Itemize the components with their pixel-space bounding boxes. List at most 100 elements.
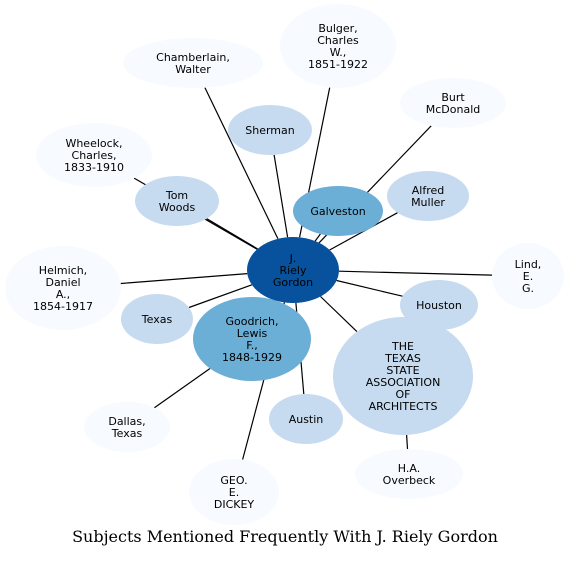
node-bubble [269, 394, 343, 444]
node-label-line: Lewis [237, 327, 268, 340]
node-dallas[interactable]: Dallas,Texas [84, 402, 170, 452]
node-label: Austin [289, 413, 324, 426]
node-label-line: A., [56, 288, 70, 301]
node-bubble [400, 280, 478, 330]
node-label: Lind,E.G. [515, 258, 542, 295]
node-label-line: McDonald [426, 103, 481, 116]
node-bubble [84, 402, 170, 452]
edge-gordon-houston [336, 279, 403, 297]
node-bubble [333, 317, 473, 435]
node-houston[interactable]: Houston [400, 280, 478, 330]
node-label-line: Riely [279, 264, 307, 277]
edge-texas-state-assoc-overbeck [406, 434, 409, 450]
node-lind[interactable]: Lind,E.G. [492, 243, 564, 309]
node-bubble [280, 4, 396, 88]
node-label-line: THE [391, 340, 414, 353]
node-label-line: 1848-1929 [222, 351, 282, 364]
edge-gordon-galveston [314, 233, 321, 242]
node-label-line: H.A. [398, 462, 420, 475]
node-bubble [247, 237, 339, 303]
node-label-line: Tom [165, 189, 188, 202]
node-bubble [228, 105, 312, 155]
edge-gordon-sherman [273, 154, 289, 238]
node-label: Wheelock,Charles,1833-1910 [64, 137, 124, 174]
node-label-line: Charles [317, 34, 359, 47]
node-bubble [135, 176, 219, 226]
node-label-line: ARCHITECTS [369, 400, 438, 413]
node-label-line: Alfred [412, 184, 444, 197]
node-bubble [193, 297, 311, 381]
node-label-line: Houston [416, 299, 462, 312]
node-label: Dallas,Texas [108, 415, 145, 440]
node-label-line: Texas [141, 313, 173, 326]
node-bubble [36, 123, 152, 187]
node-bubble [121, 294, 193, 344]
node-label-line: Dallas, [108, 415, 145, 428]
node-label-line: Goodrich, [225, 315, 278, 328]
node-bubble [400, 78, 506, 128]
node-bubble [355, 449, 463, 499]
node-label-line: Charles, [72, 149, 117, 162]
node-label-line: Wheelock, [65, 137, 122, 150]
node-bubble [387, 171, 469, 221]
node-galveston[interactable]: Galveston [293, 186, 383, 236]
node-texas[interactable]: Texas [121, 294, 193, 344]
node-bubble [492, 243, 564, 309]
node-label-line: Sherman [245, 124, 295, 137]
edge-gordon-chamberlain [204, 87, 279, 240]
node-overbeck[interactable]: H.A.Overbeck [355, 449, 463, 499]
node-label: H.A.Overbeck [383, 462, 436, 487]
node-label-line: Gordon [273, 276, 313, 289]
node-label-line: 1851-1922 [308, 58, 368, 71]
edge-gordon-texas-state-assoc [320, 296, 358, 333]
node-bubble [189, 459, 279, 525]
node-label-line: Bulger, [318, 22, 357, 35]
node-dickey[interactable]: GEO.E.DICKEY [189, 459, 279, 525]
node-label-line: Lind, [515, 258, 542, 271]
node-sherman[interactable]: Sherman [228, 105, 312, 155]
node-label-line: Galveston [310, 205, 365, 218]
node-label: GEO.E.DICKEY [214, 474, 255, 511]
node-label-line: 1833-1910 [64, 161, 124, 174]
node-label-line: E. [229, 486, 239, 499]
node-label-line: 1854-1917 [33, 300, 93, 313]
edge-gordon-tom-woods [206, 218, 258, 250]
node-label-line: TEXAS [384, 352, 421, 365]
node-label-line: Helmich, [39, 264, 87, 277]
node-label-line: Burt [441, 91, 465, 104]
node-chamberlain[interactable]: Chamberlain,Walter [123, 38, 263, 88]
node-bubble [293, 186, 383, 236]
node-bubble [123, 38, 263, 88]
node-label-line: Austin [289, 413, 324, 426]
node-label-line: Woods [159, 201, 196, 214]
diagram-caption: Subjects Mentioned Frequently With J. Ri… [72, 527, 498, 546]
node-label: Chamberlain,Walter [156, 51, 230, 76]
node-label: Sherman [245, 124, 295, 137]
node-label-line: E. [523, 270, 533, 283]
edge-gordon-texas [188, 284, 253, 309]
node-austin[interactable]: Austin [269, 394, 343, 444]
node-label-line: Muller [411, 196, 445, 209]
node-label-line: STATE [386, 364, 419, 377]
node-wheelock[interactable]: Wheelock,Charles,1833-1910 [36, 123, 152, 187]
node-label-line: Overbeck [383, 474, 436, 487]
node-label-line: DICKEY [214, 498, 255, 511]
node-label-line: Texas [111, 427, 143, 440]
